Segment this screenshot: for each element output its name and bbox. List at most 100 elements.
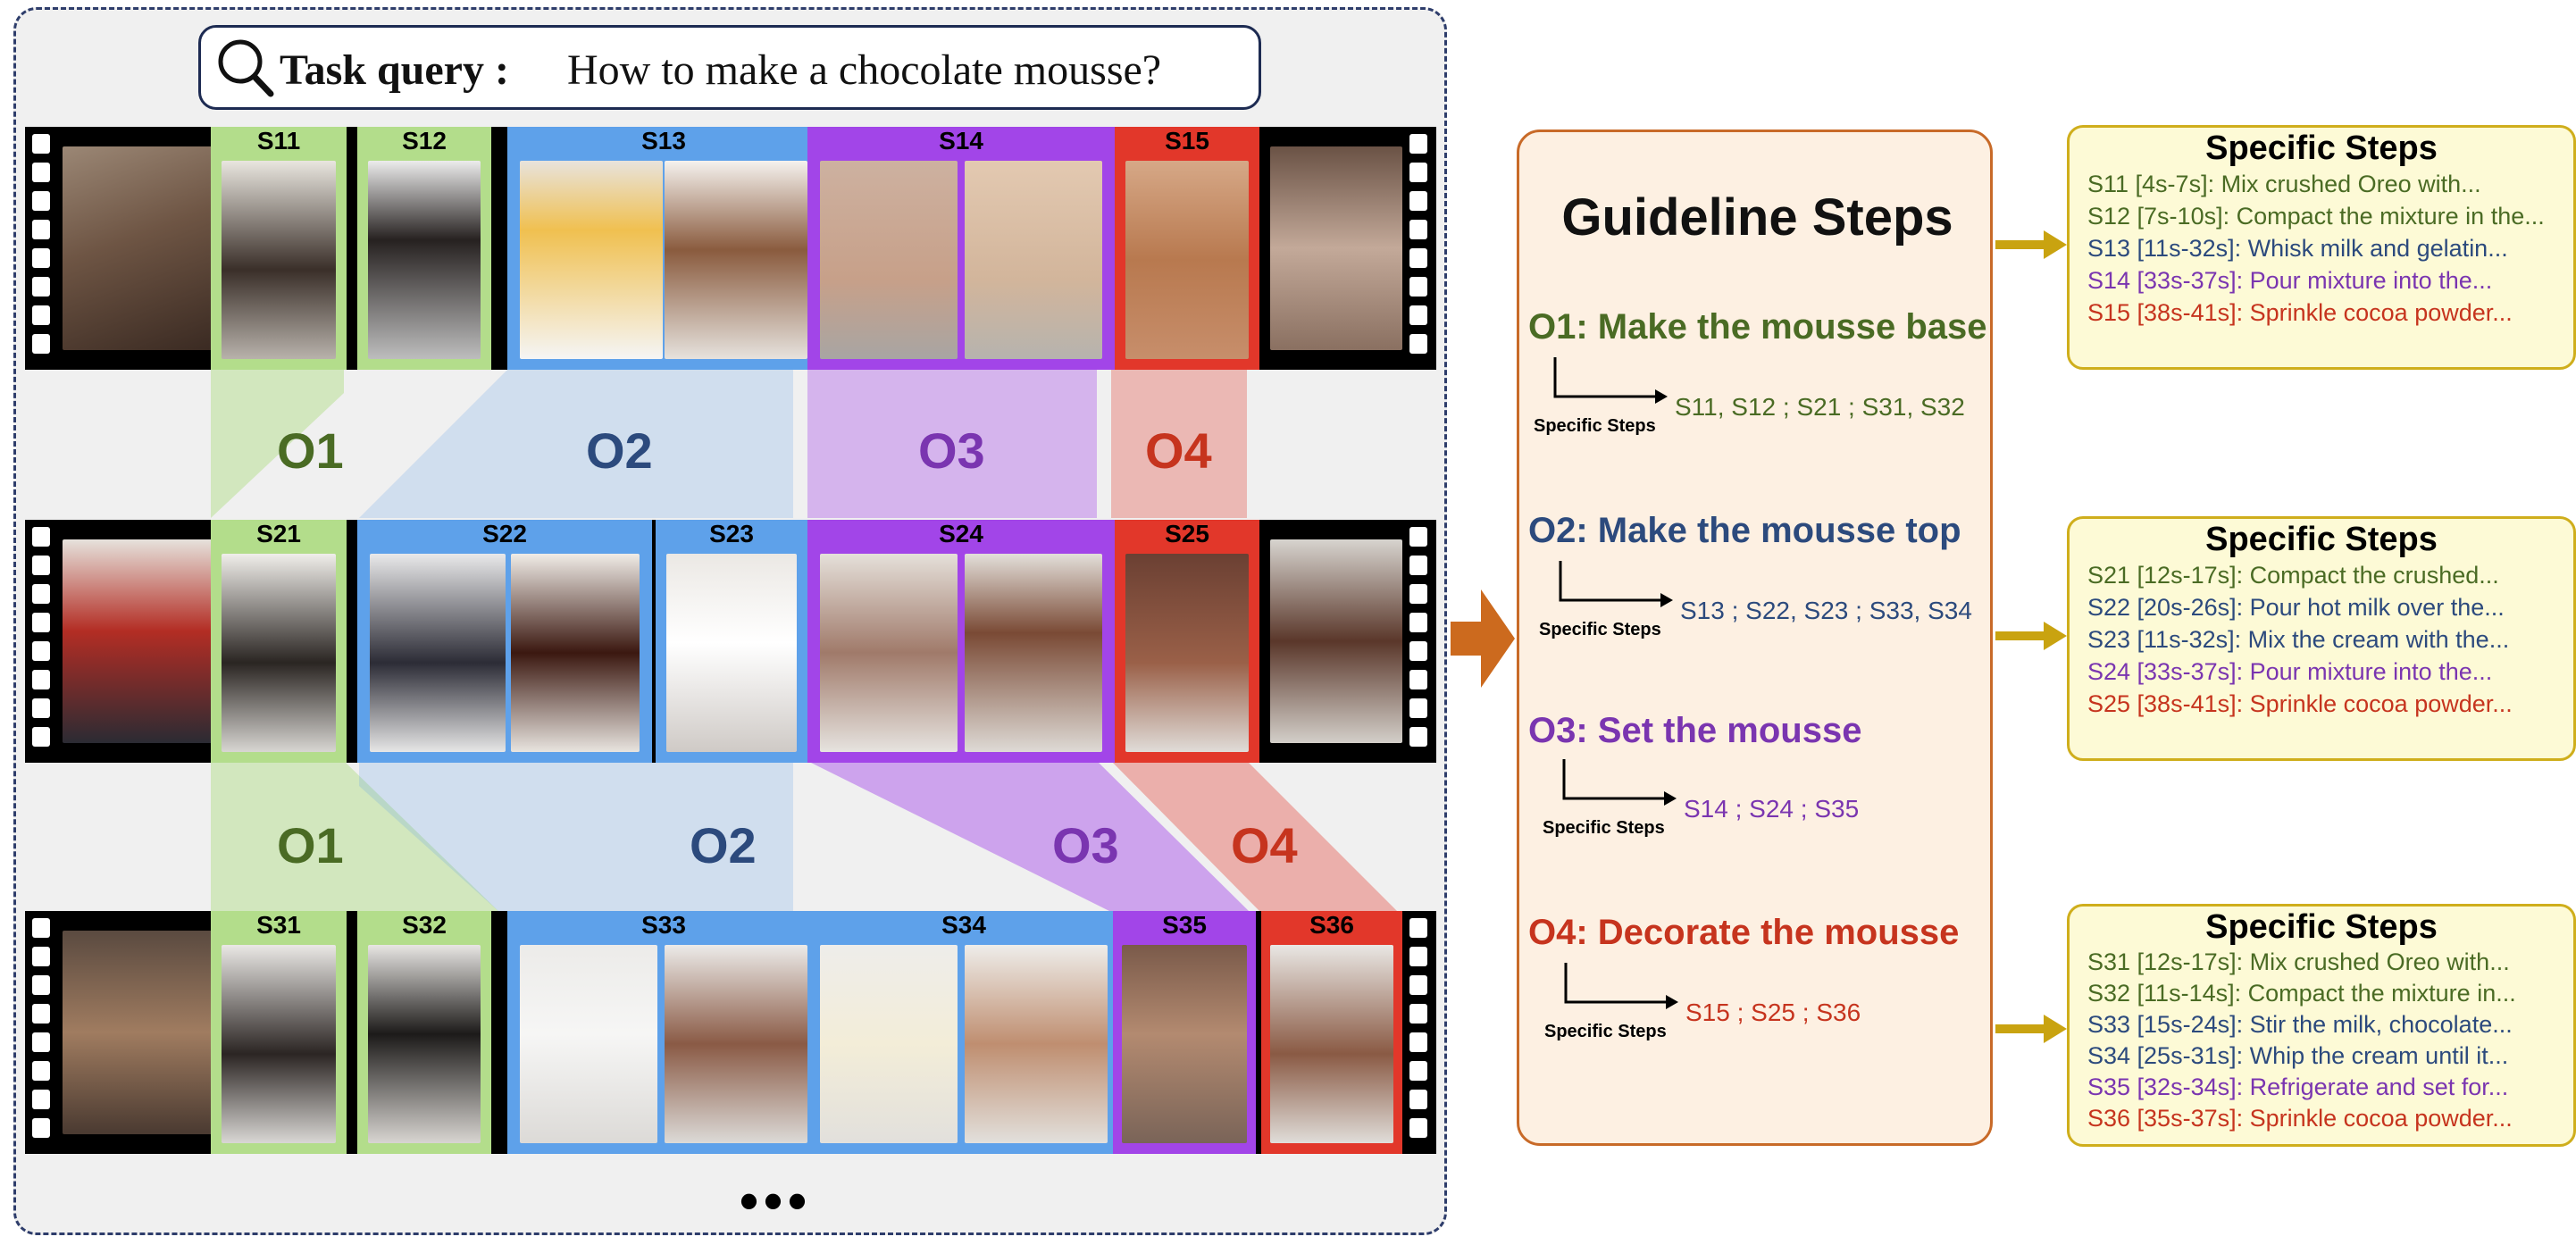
film-holes-left [32,918,50,1147]
segment-s31: S31 [211,911,347,1154]
film-holes-left [32,134,50,363]
video-frame [965,554,1102,752]
video-frame [1125,554,1249,752]
video-frame [368,945,481,1143]
step-line: S33 [15s-24s]: Stir the milk, chocolate.… [2087,1011,2513,1038]
more-videos-ellipsis: ••• [740,1171,813,1231]
video-frame [665,945,807,1143]
specific-steps-label: Specific Steps [1534,416,1656,436]
video-frame [820,945,958,1143]
specific-steps-box-1: Specific Steps S11 [4s-7s]: Mix crushed … [2067,125,2576,370]
band-label-o2: O2 [586,422,653,479]
guideline-o1-heading: O1: Make the mousse base [1528,307,1987,347]
video-frame [222,554,336,752]
segment-label: S11 [256,127,301,155]
specific-steps-title: Specific Steps [2205,908,2438,946]
search-icon [218,39,274,97]
segment-s15: S15 [1115,127,1259,370]
step-line: S34 [25s-31s]: Whip the cream until it..… [2087,1042,2509,1069]
band-label-o4: O4 [1231,817,1298,873]
band-connectors [211,370,1399,913]
band-o1-bottom [211,761,500,913]
video-strip-3: S31 S32 S33 S34 S35 S36 [25,911,1436,1154]
band-label-o1: O1 [277,422,344,479]
segment-label: S22 [482,520,527,547]
segment-s33: S33 [507,911,820,1154]
video-frame [520,945,657,1143]
film-holes-right [1409,527,1427,756]
video-frame [222,945,336,1143]
guideline-steps-panel: Guideline Steps O1: Make the mousse base… [1517,130,1993,1146]
guideline-o1-steps: S11, S12 ; S21 ; S31, S32 [1675,393,1965,421]
video-frame [965,945,1108,1143]
segment-s24: S24 [807,520,1115,763]
band-label-o1: O1 [277,817,344,873]
video-strip-1: S11 S12 S13 S14 S15 [25,127,1436,370]
segment-label: S13 [641,127,686,155]
video-frame [820,554,958,752]
segment-s11: S11 [211,127,347,370]
segment-s14: S14 [807,127,1115,370]
segment-label: S32 [402,911,447,939]
specific-steps-title: Specific Steps [2205,130,2438,167]
segment-s23: S23 [656,520,807,763]
band-o3-bottom [807,761,1250,913]
guideline-title: Guideline Steps [1561,188,1953,246]
segment-label: S35 [1162,911,1207,939]
segment-s12: S12 [357,127,491,370]
video-frame [666,554,797,752]
arrow-right-icon [1995,622,2067,650]
elbow-arrow-icon [1559,561,1673,607]
segment-label: S34 [941,911,986,939]
step-line: S31 [12s-17s]: Mix crushed Oreo with... [2087,948,2510,975]
segment-label: S15 [1165,127,1209,155]
band-label-o3: O3 [918,422,985,479]
segment-label: S23 [709,520,754,547]
video-frame [1125,161,1249,359]
task-query-box: Task query : How to make a chocolate mou… [198,25,1261,110]
segment-s32: S32 [357,911,491,1154]
segment-s34: S34 [807,911,1120,1154]
step-line: S11 [4s-7s]: Mix crushed Oreo with... [2087,171,2481,197]
step-line: S25 [38s-41s]: Sprinkle cocoa powder... [2087,690,2513,717]
task-query-label: Task query : [280,46,509,94]
guideline-o4-heading: O4: Decorate the mousse [1528,913,1960,952]
video-frame [965,161,1102,359]
guideline-o3-heading: O3: Set the mousse [1528,711,1862,750]
segment-s25: S25 [1115,520,1259,763]
segment-s36: S36 [1261,911,1402,1154]
elbow-arrow-icon [1564,963,1678,1009]
guideline-o4-steps: S15 ; S25 ; S36 [1685,999,1861,1026]
step-line: S21 [12s-17s]: Compact the crushed... [2087,562,2499,589]
band-o3-top [807,370,1097,518]
guideline-o2-steps: S13 ; S22, S23 ; S33, S34 [1680,597,1972,624]
video-frame [520,161,663,359]
step-line: S15 [38s-41s]: Sprinkle cocoa powder... [2087,299,2513,326]
film-holes-right [1409,918,1427,1147]
video-frame-intro [63,931,214,1134]
segment-label: S21 [256,520,301,547]
step-line: S12 [7s-10s]: Compact the mixture in the… [2087,203,2545,230]
segment-label: S25 [1165,520,1209,547]
segment-label: S31 [256,911,301,939]
specific-steps-box-2: Specific Steps S21 [12s-17s]: Compact th… [2067,516,2576,761]
band-o2-top [359,370,793,518]
task-query-text: How to make a chocolate mousse? [567,46,1162,94]
guideline-o3-steps: S14 ; S24 ; S35 [1684,795,1860,823]
arrow-right-icon [1995,230,2067,259]
step-line: S35 [32s-34s]: Refrigerate and set for..… [2087,1074,2509,1100]
specific-steps-title: Specific Steps [2205,521,2438,558]
segment-label: S12 [402,127,447,155]
video-frame-outro [1270,146,1402,350]
segment-label: S36 [1309,911,1354,939]
segment-label: S33 [641,911,686,939]
segment-s35: S35 [1113,911,1256,1154]
specific-steps-box-3: Specific Steps S31 [12s-17s]: Mix crushe… [2067,904,2576,1147]
step-line: S36 [35s-37s]: Sprinkle cocoa powder... [2087,1105,2513,1132]
step-line: S24 [33s-37s]: Pour mixture into the... [2087,658,2493,685]
arrow-right-icon [1995,1015,2067,1043]
segment-label: S24 [939,520,983,547]
video-frame-intro [63,146,214,350]
video-frame [368,161,481,359]
video-strip-2: S21 S22 S23 S24 S25 [25,520,1436,763]
